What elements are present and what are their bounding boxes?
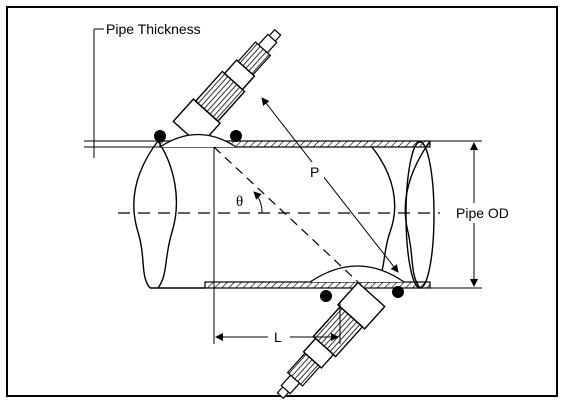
lower-coupling-right [392, 286, 404, 298]
p-label-bg [308, 162, 324, 182]
od-label-bg [452, 203, 528, 223]
pipe-od-dimension: Pipe OD [430, 140, 528, 289]
angle-arc [253, 191, 263, 214]
sound-path [213, 146, 359, 283]
pipe-right-break [404, 140, 431, 289]
upper-transducer [172, 28, 282, 147]
lower-tip [276, 386, 290, 400]
pipe-od-label: Pipe OD [456, 205, 509, 221]
lower-transducer [276, 281, 386, 400]
upper-coupling-left [154, 130, 166, 142]
l-dimension: L [213, 147, 341, 345]
pipe-thickness-dimension: Pipe Thickness [84, 21, 201, 158]
pipe-left-break-inner [157, 140, 178, 289]
pipe-left-break [133, 140, 159, 289]
upper-tip [268, 28, 282, 42]
upper-coupling-dome [159, 133, 237, 148]
upper-coupling-right [230, 130, 242, 142]
pipe-right-break-inner [371, 146, 396, 283]
l-label: L [274, 329, 282, 345]
pipe [118, 140, 440, 289]
p-dimension: P [261, 97, 399, 273]
pipe-right-end [405, 141, 435, 289]
p-label: P [310, 164, 319, 180]
pipe-thickness-label: Pipe Thickness [106, 21, 201, 37]
p-dim-line [261, 97, 399, 273]
theta-label: θ [236, 194, 243, 210]
lower-coupling-dome [309, 265, 405, 283]
lower-coupling-left [320, 290, 332, 302]
